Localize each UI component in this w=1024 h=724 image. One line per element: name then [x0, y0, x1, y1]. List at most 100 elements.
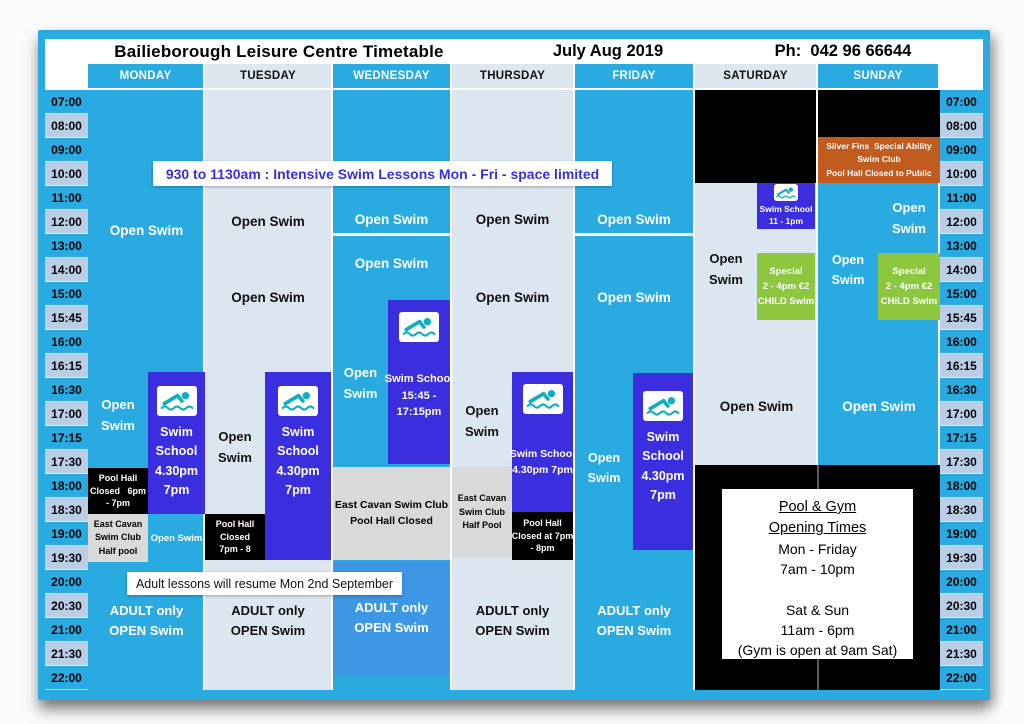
- sunday-open-swim-full-label: Open Swim: [842, 398, 916, 414]
- monday-open-swim-label: Open Swim: [109, 222, 184, 238]
- time-label: 08:00: [45, 114, 88, 138]
- friday-open-swim-2-label: Open Swim: [597, 289, 671, 305]
- title-bar: Bailieborough Leisure Centre Timetable J…: [45, 39, 983, 64]
- time-label: 09:00: [940, 138, 983, 162]
- day-header-thursday: THURSDAY: [452, 64, 575, 88]
- time-label: 20:00: [940, 570, 983, 594]
- monday-open-swim-evening-label: Open Swim: [150, 532, 203, 544]
- saturday-closed-block: [695, 90, 818, 183]
- day-header-sunday: SUNDAY: [818, 64, 940, 88]
- time-label: 19:00: [940, 522, 983, 546]
- time-label: 11:00: [940, 186, 983, 210]
- time-label: 15:00: [45, 282, 88, 306]
- time-label: 19:30: [45, 546, 88, 570]
- thursday-open-swim-2-label: Open Swim: [475, 289, 550, 305]
- time-label: 21:30: [45, 642, 88, 666]
- time-label: 17:00: [940, 402, 983, 426]
- time-label: 12:00: [940, 210, 983, 234]
- time-label: 17:15: [940, 426, 983, 450]
- grid-line: [575, 233, 693, 236]
- time-label: 16:00: [45, 330, 88, 354]
- time-label: 19:00: [45, 522, 88, 546]
- intensive-lessons-banner: 930 to 1130am : Intensive Swim Lessons M…: [153, 161, 612, 186]
- time-label: 18:00: [940, 474, 983, 498]
- time-label: 07:00: [45, 90, 88, 114]
- time-label: 15:45: [45, 306, 88, 330]
- time-label: 10:00: [940, 162, 983, 186]
- time-label: 21:30: [940, 642, 983, 666]
- wednesday-open-swim-label: Open Swim: [354, 211, 429, 227]
- time-label: 18:30: [45, 498, 88, 522]
- tuesday-open-swim-2-label: Open Swim: [231, 289, 305, 305]
- time-label: 18:00: [45, 474, 88, 498]
- time-label: 16:15: [45, 354, 88, 378]
- time-label: 09:00: [45, 138, 88, 162]
- sunday-closed-block: [818, 90, 940, 137]
- adult-lessons-banner: Adult lessons will resume Mon 2nd Septem…: [127, 572, 402, 595]
- tuesday-open-swim-label: Open Swim: [231, 213, 305, 229]
- time-label: 13:00: [45, 234, 88, 258]
- date-label: July Aug 2019: [552, 42, 664, 60]
- time-label: 15:45: [940, 306, 983, 330]
- time-label: 22:00: [940, 666, 983, 690]
- phone-label: Ph: 042 96 66644: [774, 42, 912, 60]
- time-label: 20:30: [45, 594, 88, 618]
- grid-line: [333, 233, 450, 236]
- time-label: 21:00: [940, 618, 983, 642]
- time-label: 14:00: [940, 258, 983, 282]
- saturday-open-swim-full-label: Open Swim: [719, 398, 794, 414]
- thursday-open-swim-label: Open Swim: [475, 211, 550, 227]
- time-label: 07:00: [940, 90, 983, 114]
- time-label: 08:00: [940, 114, 983, 138]
- swimmer-icon: [156, 385, 197, 416]
- time-label: 13:00: [940, 234, 983, 258]
- wednesday-open-swim-2-label: Open Swim: [354, 255, 429, 271]
- time-label: 11:00: [45, 186, 88, 210]
- time-label: 16:30: [45, 378, 88, 402]
- time-label: 22:00: [45, 666, 88, 690]
- time-label: 15:00: [940, 282, 983, 306]
- day-header-saturday: SATURDAY: [695, 64, 818, 88]
- swimmer-icon: [522, 384, 563, 414]
- day-header-wednesday: WEDNESDAY: [333, 64, 452, 88]
- info-box-title: Pool & Gym: [778, 499, 857, 515]
- swimmer-icon: [774, 184, 798, 202]
- time-label: 20:00: [45, 570, 88, 594]
- day-header-monday: MONDAY: [88, 64, 205, 88]
- time-label: 16:15: [940, 354, 983, 378]
- time-label: 19:30: [940, 546, 983, 570]
- time-label: 20:30: [940, 594, 983, 618]
- time-label: 16:00: [940, 330, 983, 354]
- time-label: 21:00: [45, 618, 88, 642]
